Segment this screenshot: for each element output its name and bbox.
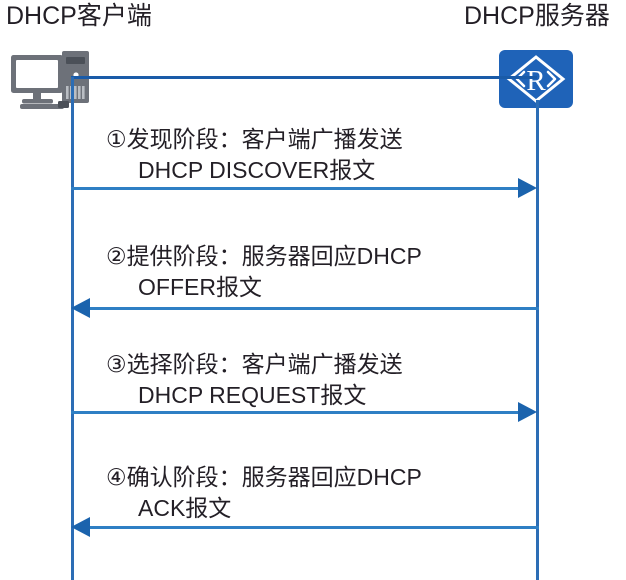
- client-actor-title: DHCP客户端: [6, 2, 152, 30]
- router-icon: R: [499, 50, 573, 108]
- message-1-line1: ①发现阶段：客户端广播发送: [106, 126, 403, 152]
- message-1-arrow-head-right: [518, 178, 537, 198]
- network-link-line: [71, 76, 537, 79]
- svg-text:R: R: [526, 65, 546, 97]
- message-4-arrow-head-left: [71, 517, 90, 537]
- message-2-line1: ②提供阶段：服务器回应DHCP: [106, 243, 422, 269]
- message-2-arrow-line: [90, 307, 539, 310]
- message-1-line2: DHCP DISCOVER报文: [138, 157, 376, 183]
- message-3-line1: ③选择阶段：客户端广播发送: [106, 351, 403, 377]
- message-1-label: ①发现阶段：客户端广播发送 DHCP DISCOVER报文: [106, 124, 403, 186]
- message-2-line2: OFFER报文: [138, 274, 262, 300]
- message-3-line2: DHCP REQUEST报文: [138, 382, 367, 408]
- message-2-label: ②提供阶段：服务器回应DHCP OFFER报文: [106, 241, 422, 303]
- message-4-line1: ④确认阶段：服务器回应DHCP: [106, 464, 422, 490]
- desktop-computer-icon: [8, 50, 96, 112]
- message-3-arrow-line: [71, 411, 518, 414]
- message-4-line2: ACK报文: [138, 495, 232, 521]
- message-4-arrow-line: [90, 526, 539, 529]
- client-lifeline: [71, 77, 74, 580]
- message-4-label: ④确认阶段：服务器回应DHCP ACK报文: [106, 462, 422, 524]
- server-lifeline: [536, 100, 539, 580]
- message-3-arrow-head-right: [518, 402, 537, 422]
- message-2-arrow-head-left: [71, 298, 90, 318]
- message-1-arrow-line: [71, 187, 518, 190]
- message-3-label: ③选择阶段：客户端广播发送 DHCP REQUEST报文: [106, 349, 403, 411]
- server-actor-title: DHCP服务器: [464, 2, 610, 30]
